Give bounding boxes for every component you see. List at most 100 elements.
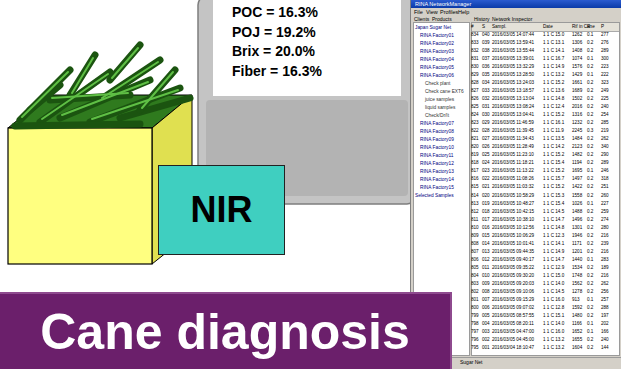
table-cell: 1946: [572, 234, 582, 239]
table-cell: 1562: [572, 282, 582, 287]
table-cell: 801: [471, 298, 479, 303]
table-cell: 795: [471, 346, 479, 351]
table-cell: 812: [471, 210, 479, 215]
table-cell: 005: [482, 314, 490, 319]
tree-item: RINA Factory08: [420, 130, 454, 135]
table-cell: 820: [471, 145, 479, 150]
table-cell: 1 1 C 14.8: [543, 97, 564, 102]
table-cell: 1301: [572, 226, 582, 231]
tab-label: Network Inspector: [492, 17, 532, 22]
table-cell: 1 1 C 12.8: [543, 306, 564, 311]
table-cell: 0.1: [587, 169, 593, 174]
table-cell: 013: [482, 250, 490, 255]
table-cell: 0.2: [587, 185, 593, 190]
table-cell: 2016/03/05 10:12:56: [492, 226, 534, 231]
table-cell: 254: [601, 113, 609, 118]
table-cell: 144: [601, 346, 609, 351]
table-cell: 0.2: [587, 177, 593, 182]
table-cell: 030: [482, 113, 490, 118]
table-cell: 2016/03/05 13:18:57: [492, 89, 534, 94]
table-cell: 262: [601, 137, 609, 142]
table-cell: 1 1 C 15.2: [543, 81, 564, 86]
table-cell: 2016/03/05 10:58:29: [492, 194, 534, 199]
table-cell: 0.2: [587, 250, 593, 255]
table-cell: 251: [601, 185, 609, 190]
table-cell: 0.2: [587, 194, 593, 199]
table-cell: 834: [471, 33, 479, 38]
table-cell: 219: [601, 129, 609, 134]
table-cell: 2016/03/05 09:35:22: [492, 266, 534, 271]
table-cell: 1 1 C 15.4: [543, 202, 564, 207]
table-cell: 1429: [572, 73, 582, 78]
table-cell: 222: [601, 73, 609, 78]
table-cell: 2016/03/05 09:30:20: [492, 274, 534, 279]
table-cell: 249: [601, 89, 609, 94]
table-cell: 1 1 C 15.0: [543, 33, 564, 38]
table-cell: 2016/03/05 11:03:32: [492, 185, 534, 190]
table-cell: 798: [471, 322, 479, 327]
tree-item: RINA Factory02: [420, 42, 454, 47]
table-cell: 2016/03/05 13:08:24: [492, 105, 534, 110]
table-cell: 0.2: [587, 113, 593, 118]
table-cell: 006: [482, 306, 490, 311]
table-cell: 811: [471, 218, 478, 223]
tab-label: History: [474, 17, 490, 22]
table-cell: 202: [601, 322, 609, 327]
table-cell: 276: [601, 41, 609, 46]
title-band: Cane diagnosis: [0, 292, 452, 369]
table-cell: 285: [601, 121, 609, 126]
table-cell: 827: [471, 89, 479, 94]
table-cell: 1 1 C 16.1: [543, 121, 564, 126]
table-cell: 223: [601, 65, 609, 70]
table-cell: 260: [601, 194, 609, 199]
table-cell: 262: [601, 282, 609, 287]
table-cell: 819: [471, 153, 479, 158]
tree-item: RINA Factory14: [420, 178, 454, 183]
table-cell: 239: [601, 242, 609, 247]
tree-item: RINA Factory10: [420, 146, 454, 151]
table-cell: 0.2: [587, 282, 593, 287]
tree-item: RINA Factory09: [420, 138, 454, 143]
table-cell: 824: [471, 113, 479, 118]
table-cell: 001: [482, 346, 490, 351]
nir-box: NIR: [158, 165, 285, 255]
menu-item: Help: [458, 10, 469, 16]
table-cell: 257: [601, 298, 609, 303]
table-cell: 831: [471, 57, 479, 62]
table-cell: 0.1: [587, 322, 593, 327]
table-cell: 1 1 C 13.2: [543, 338, 564, 343]
table-cell: 2016/03/05 10:01:41: [492, 242, 534, 247]
table-cell: 1 1 C 15.4: [543, 161, 564, 166]
column-header: Date: [543, 25, 553, 30]
table-cell: 1 1 C 16.7: [543, 57, 564, 62]
table-cell: 2016/03/05 13:28:50: [492, 73, 534, 78]
tree-item: juice samples: [425, 98, 454, 103]
table-cell: 1497: [572, 177, 582, 182]
table-cell: 0.2: [587, 97, 593, 102]
table-cell: 2016/03/05 04:47:00: [492, 330, 534, 335]
table-cell: 2016/03/05 14:07:44: [492, 33, 534, 38]
table-cell: 227: [601, 202, 609, 207]
tree-item: Check cane EXT6: [425, 90, 464, 95]
tab-label: Clients: [414, 17, 429, 22]
table-cell: 1278: [572, 290, 582, 295]
tree-item: liquid samples: [425, 106, 455, 111]
table-cell: 1 1 C 14.1: [543, 242, 564, 247]
table-cell: 1440: [572, 258, 582, 263]
table-cell: 032: [482, 97, 490, 102]
table-cell: 340: [601, 145, 609, 150]
table-cell: 1 1 C 14.0: [543, 322, 564, 327]
table-cell: 813: [471, 202, 479, 207]
table-cell: 1 1 C 15.2: [543, 153, 564, 158]
table-cell: 832: [471, 49, 479, 54]
table-cell: 2245: [572, 129, 582, 134]
menu-item: File: [414, 10, 423, 16]
tree-item: RINA Factory04: [420, 58, 454, 63]
table-cell: 815: [471, 185, 479, 190]
table-cell: 2016: [572, 105, 582, 110]
table-cell: 166: [601, 330, 609, 335]
table-cell: 2016/03/05 09:10:06: [492, 290, 534, 295]
table-cell: 240: [601, 105, 609, 110]
table-cell: 0.2: [587, 290, 593, 295]
tree-item: RINA Factory07: [420, 122, 454, 127]
